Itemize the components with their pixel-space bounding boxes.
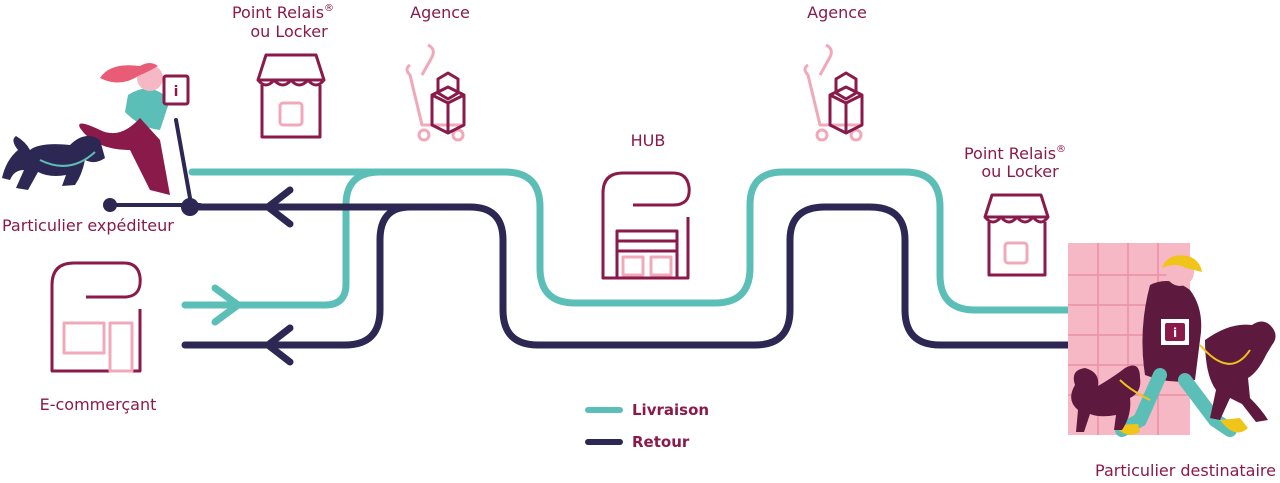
agency-right-label: Agence — [807, 3, 867, 22]
return-route — [181, 186, 1072, 366]
return-arrow-top — [264, 186, 294, 228]
relay-top-label-line1: Point Relais® — [232, 3, 334, 22]
relay-store-icon — [256, 53, 326, 139]
return-path-main — [186, 203, 1072, 349]
scooter-icon — [108, 118, 202, 207]
legend-return-label: Retour — [632, 433, 690, 451]
recipient-illustration: i — [1068, 243, 1276, 437]
merchant-building-icon — [50, 261, 142, 373]
delivery-arrow — [211, 284, 242, 326]
relay-right-label-line2: ou Locker — [981, 162, 1059, 181]
recipient-label: Particulier destinataire — [1095, 461, 1276, 480]
delivery-route — [181, 168, 1072, 326]
svg-text:i: i — [174, 84, 179, 100]
registered-mark-right: ® — [1056, 144, 1066, 155]
hub-building-icon — [601, 171, 691, 280]
return-path-merchant — [181, 203, 444, 349]
return-arrow-bottom — [264, 324, 294, 366]
agency-trolley-icon-left — [405, 43, 466, 142]
relay-right-label-line1: Point Relais® — [964, 144, 1066, 163]
delivery-path-merchant — [181, 168, 414, 309]
relay-store-icon-right — [983, 193, 1050, 277]
agency-left-label: Agence — [410, 3, 470, 22]
registered-mark: ® — [324, 3, 334, 14]
merchant-label: E-commerçant — [40, 395, 157, 414]
sender-illustration: i — [2, 63, 202, 212]
legend: Livraison Retour — [585, 401, 709, 451]
hub-label: HUB — [631, 131, 666, 150]
recipient-dog-icon — [1205, 321, 1276, 422]
sender-dog-icon — [2, 136, 105, 190]
agency-trolley-icon-right — [803, 43, 864, 142]
delivery-path-sender — [188, 168, 1072, 314]
legend-delivery-label: Livraison — [632, 401, 709, 419]
svg-text:i: i — [1173, 326, 1177, 340]
relay-top-label-line2: ou Locker — [250, 22, 328, 41]
sender-label: Particulier expéditeur — [2, 216, 174, 235]
